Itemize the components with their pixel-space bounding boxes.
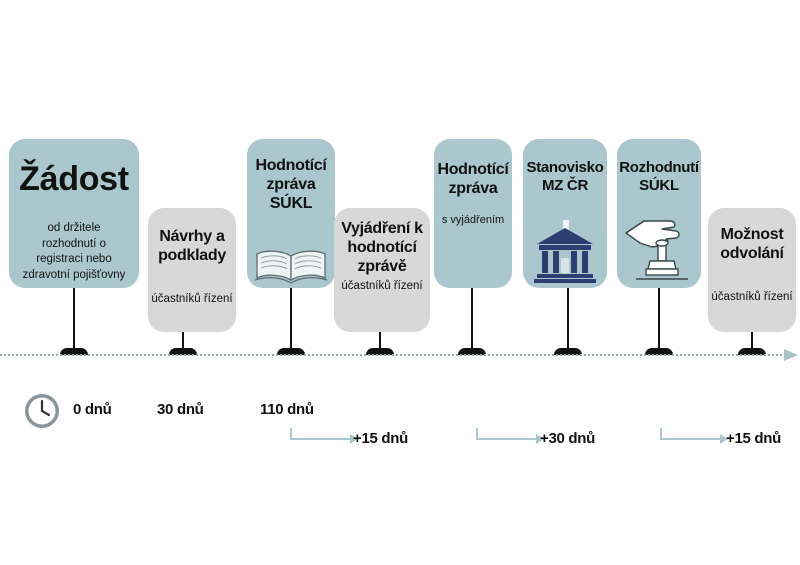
increment-label-2: +30 dnů: [540, 430, 595, 447]
step-vyjadreni-title: Vyjádření k hodnotící zprávě: [341, 220, 423, 275]
step-vyjadreni-foot: [366, 348, 394, 355]
step-rozhodnuti-title: Rozhodnutí SÚKL: [619, 159, 699, 194]
step-hodnotici-zprava-sukl-stem: [290, 288, 292, 350]
step-stanovisko-stem: [567, 288, 569, 350]
step-stanovisko-title: Stanovisko MZ ČR: [526, 159, 604, 194]
clock-icon: [25, 394, 59, 428]
step-stanovisko-foot: [554, 348, 582, 355]
step-zadost-stem: [73, 288, 75, 350]
step-hodnotici-zprava-foot: [458, 348, 486, 355]
step-vyjadreni: Vyjádření k hodnotící zprávě účastníků ř…: [334, 208, 430, 332]
ministry-building-icon: [534, 220, 596, 283]
step-zadost-title: Žádost: [19, 160, 129, 198]
step-hodnotici-zprava-sukl-title: Hodnotící zpráva SÚKL: [255, 157, 327, 212]
day-label-0: 0 dnů: [73, 401, 112, 418]
increment-label-3: +15 dnů: [726, 430, 781, 447]
step-hodnotici-zprava-stem: [471, 288, 473, 350]
step-navrhy-subtitle: účastníků řízení: [151, 292, 233, 305]
step-vyjadreni-subtitle: účastníků řízení: [341, 279, 423, 292]
step-moznost-odvolani-title: Možnost odvolání: [720, 226, 784, 262]
timeline-arrow-icon: [784, 349, 798, 361]
step-hodnotici-zprava-sukl-foot: [277, 348, 305, 355]
step-navrhy-foot: [169, 348, 197, 355]
increment-label-1: +15 dnů: [353, 430, 408, 447]
hand-stamp-icon: [625, 220, 688, 280]
increment-arrow-2: [476, 428, 544, 444]
step-hodnotici-zprava-title: Hodnotící zpráva: [437, 161, 509, 197]
increment-arrow-1: [290, 428, 358, 444]
step-moznost-odvolani-foot: [738, 348, 766, 355]
step-moznost-odvolani: Možnost odvolání účastníků řízení: [708, 208, 796, 332]
step-rozhodnuti-foot: [645, 348, 673, 355]
step-moznost-odvolani-subtitle: účastníků řízení: [711, 290, 793, 303]
step-moznost-odvolani-stem: [751, 332, 753, 350]
step-navrhy: Návrhy a podklady účastníků řízení: [148, 208, 236, 332]
step-zadost-subtitle: od držitele rozhodnutí o registraci nebo…: [22, 222, 126, 281]
increment-arrow-3: [660, 428, 728, 444]
step-rozhodnuti-stem: [658, 288, 660, 350]
day-label-30: 30 dnů: [157, 401, 204, 418]
step-zadost: Žádost od držitele rozhodnutí o registra…: [9, 139, 139, 288]
step-vyjadreni-stem: [379, 332, 381, 350]
timeline-axis: [0, 354, 786, 356]
step-hodnotici-zprava: Hodnotící zpráva s vyjádřením: [434, 139, 512, 288]
book-icon: [254, 250, 328, 284]
day-label-110: 110 dnů: [260, 401, 314, 418]
step-hodnotici-zprava-subtitle: s vyjádřením: [441, 213, 505, 226]
step-zadost-foot: [60, 348, 88, 355]
step-navrhy-stem: [182, 332, 184, 350]
step-navrhy-title: Návrhy a podklady: [158, 228, 226, 264]
